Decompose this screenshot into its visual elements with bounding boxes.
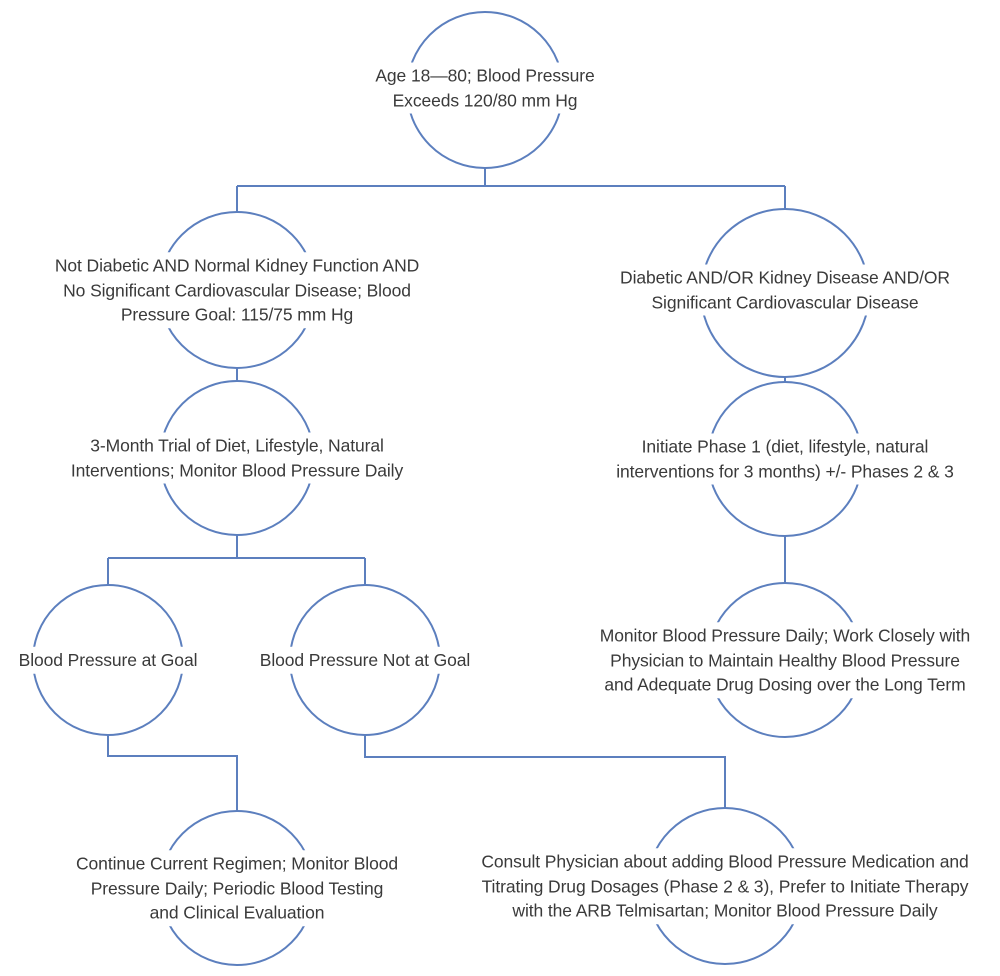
node-consult-physician-label: Consult Physician about adding Blood Pre… (473, 848, 977, 924)
node-initiate-label: Initiate Phase 1 (diet, lifestyle, natur… (608, 433, 962, 485)
node-left-branch-label: Not Diabetic AND Normal Kidney Function … (46, 252, 428, 328)
node-monitor-long-term-label: Monitor Blood Pressure Daily; Work Close… (591, 622, 979, 698)
connector-trial-to-goals (107, 535, 366, 586)
node-root-label: Age 18—80; Blood Pressure Exceeds 120/80… (367, 62, 603, 114)
node-continue-regimen-label: Continue Current Regimen; Monitor Blood … (68, 850, 406, 926)
node-at-goal-label: Blood Pressure at Goal (10, 646, 206, 674)
connector-not-at-goal-to-consult (364, 735, 726, 809)
node-trial-label: 3-Month Trial of Diet, Lifestyle, Natura… (62, 432, 412, 484)
node-right-branch-label: Diabetic AND/OR Kidney Disease AND/OR Si… (612, 264, 958, 316)
node-not-at-goal-label: Blood Pressure Not at Goal (251, 646, 479, 674)
connector-at-goal-to-continue (107, 735, 238, 812)
connector-root-to-branches (236, 168, 786, 213)
